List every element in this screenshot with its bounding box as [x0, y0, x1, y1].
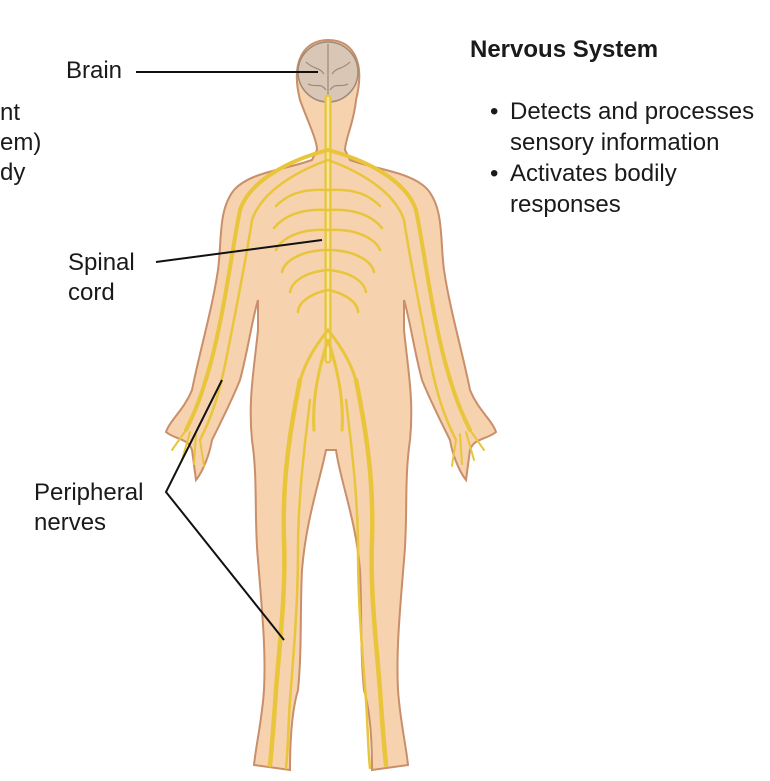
- function-item: Detects and processes sensory informatio…: [488, 96, 758, 158]
- brain-label: Brain: [66, 57, 123, 84]
- nerve-network: [171, 94, 485, 770]
- leader-lines: [136, 71, 323, 641]
- peripheral-nerves-label: Peripheral nerves: [34, 479, 144, 536]
- cropped-side-label: nt em) dy: [0, 99, 42, 186]
- spinal-cord-label: Spinal cord: [68, 249, 135, 306]
- peripheral-nerves-leader-line: [164, 379, 285, 641]
- function-item: Activates bodily responses: [488, 158, 758, 220]
- function-list: Detects and processes sensory informatio…: [488, 96, 758, 220]
- spinal-cord-leader-line: [155, 239, 323, 263]
- brain-shape: [297, 41, 359, 103]
- panel-title: Nervous System: [470, 36, 659, 63]
